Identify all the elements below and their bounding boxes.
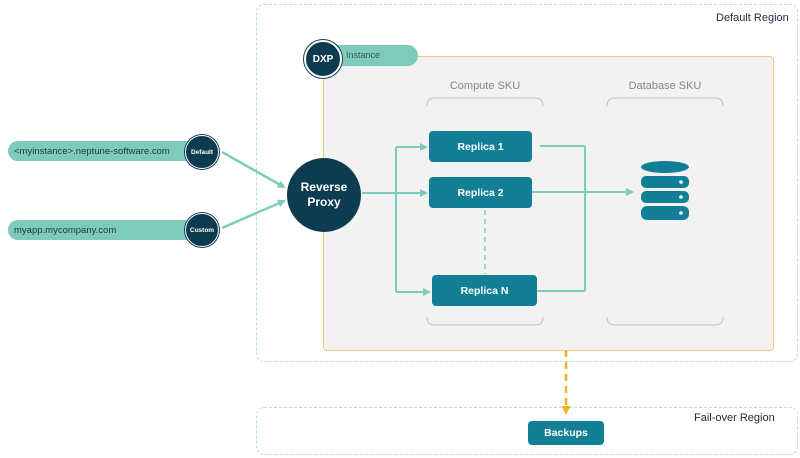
dxp-badge: DXP [304,40,342,78]
default-url-badge: Default [185,135,219,169]
reverse-proxy: Reverse Proxy [287,158,361,232]
instance-container [323,56,774,351]
compute-bracket-top [426,97,544,107]
arrow-custom-to-proxy [221,199,286,230]
reverse-proxy-line-1: Reverse [300,180,348,194]
reverse-proxy-line-2: Proxy [307,195,341,209]
default-region-label: Default Region [716,12,789,24]
custom-url-badge: Custom [185,213,219,247]
default-region [256,4,798,362]
replica-2: Replica 2 [429,177,532,208]
default-url-pill: <myinstance>.neptune-software.com [8,141,204,161]
database-bracket-bottom [606,316,724,326]
default-url-text: <myinstance>.neptune-software.com [14,145,170,157]
failover-region-label: Fail-over Region [694,412,775,424]
instance-label: Instance [346,50,381,60]
custom-url-pill: myapp.mycompany.com [8,220,204,240]
replica-1: Replica 1 [429,131,532,162]
custom-url-text: myapp.mycompany.com [14,224,117,236]
instance-pill [318,45,418,66]
arrow-default-to-proxy [221,150,286,189]
replica-n: Replica N [432,275,537,306]
database-sku-label: Database SKU [628,80,702,92]
database-icon [641,161,689,220]
database-bracket-top [606,97,724,107]
failover-region [256,407,798,455]
compute-sku-label: Compute SKU [449,80,521,92]
backups-box: Backups [528,421,604,445]
compute-bracket-bottom [426,316,544,326]
